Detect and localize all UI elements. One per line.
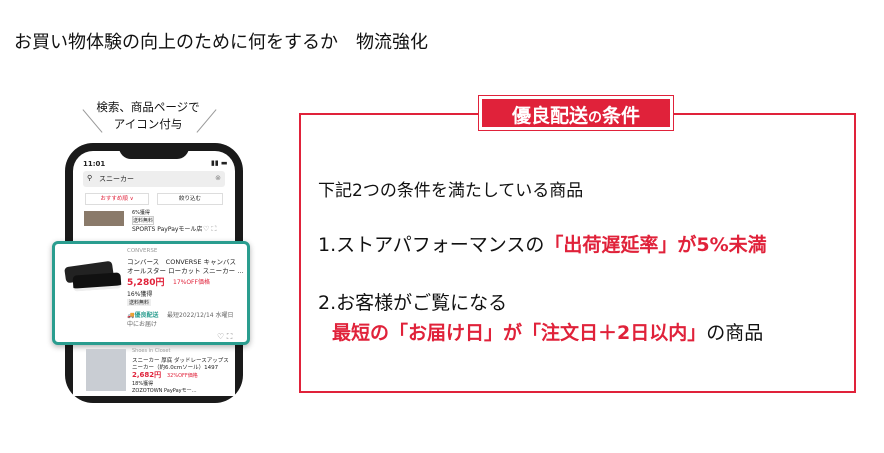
slide-title: お買い物体験の向上のために何をするか 物流強化 [14,32,428,53]
product-image [84,211,124,226]
store-tag: Shoes in Closet [132,348,171,354]
highlighted-product-card[interactable]: CONVERSE コンバース CONVERSE キャンバス オールスター ローカ… [52,241,250,345]
shoe-image-2 [72,272,122,292]
intro-text: 下記2つの条件を満たしている商品 [318,181,584,201]
search-icon: ⚲ [87,174,93,182]
product-name-1: コンバース CONVERSE キャンバス [127,258,237,266]
heart-icon[interactable]: ♡ ⛶ [203,225,217,233]
points: 18%獲得 [132,381,154,387]
status-icons: ▮▮ ▬ [211,159,228,167]
product-image [86,349,126,391]
delivery-badge-label: 優良配送 [134,312,159,319]
discount: 17%OFF価格 [173,279,210,286]
condition-1-highlight: 「出荷遅延率」が5%未満 [544,234,767,256]
item-points: 6%獲得 [132,210,150,216]
callout-line1: 検索、商品ページで [96,100,200,114]
brand: CONVERSE [127,248,158,254]
badge-end: 条件 [602,105,641,127]
delivery-date: 最短2022/12/14 水曜日 [167,312,234,319]
discount: 32%OFF価格 [167,373,198,379]
condition-2-line1: 2.お客様がご覧になる [318,292,508,314]
store-name: SPORTS PayPayモール店 [132,226,203,233]
price: 2,682円 [132,371,162,379]
delivery-badge: 🚚優良配送 [127,312,159,319]
callout-line2: アイコン付与 [113,117,183,131]
filter-button[interactable]: 絞り込む [157,193,223,205]
condition-2-suffix: の商品 [706,322,764,344]
phone-notch [119,143,189,159]
shipping-tag: 送料無料 [132,216,155,225]
heart-icon[interactable]: ♡ ⛶ [217,332,233,341]
sort-button[interactable]: おすすめ順 ∨ [85,193,149,205]
status-time: 11:01 [83,160,106,168]
condition-1-prefix: 1.ストアパフォーマンスの [318,234,545,256]
callout-text: 検索、商品ページで アイコン付与 [96,99,200,133]
panel-badge: 優良配送の条件 [478,95,674,131]
price: 5,280円 [127,278,165,288]
badge-particle: の [588,110,602,126]
search-value: スニーカー [99,175,134,183]
points: 16%獲得 [127,291,153,298]
clear-icon[interactable]: ⊗ [215,174,221,182]
badge-main: 優良配送 [511,105,588,127]
store-name: ZOZOTOWN PayPayモー… [132,388,197,394]
condition-1: 1.ストアパフォーマンスの「出荷遅延率」が5%未満 [318,230,767,257]
condition-2-highlight: 最短の「お届け日」が「注文日＋2日以内」 [332,322,707,344]
shipping-tag: 送料無料 [127,299,152,306]
delivery-date-2: 中にお届け [127,321,158,328]
search-input[interactable]: ⚲ スニーカー ⊗ [83,171,225,187]
product-name-1: スニーカー 厚底 ダッドレースアップス [132,358,229,364]
product-name-2: ニーカー（約6.0cmソール）1497 [132,365,219,371]
product-name-2: オールスター ローカット スニーカー … [127,267,244,275]
condition-2-line2: 最短の「お届け日」が「注文日＋2日以内」の商品 [332,318,763,345]
